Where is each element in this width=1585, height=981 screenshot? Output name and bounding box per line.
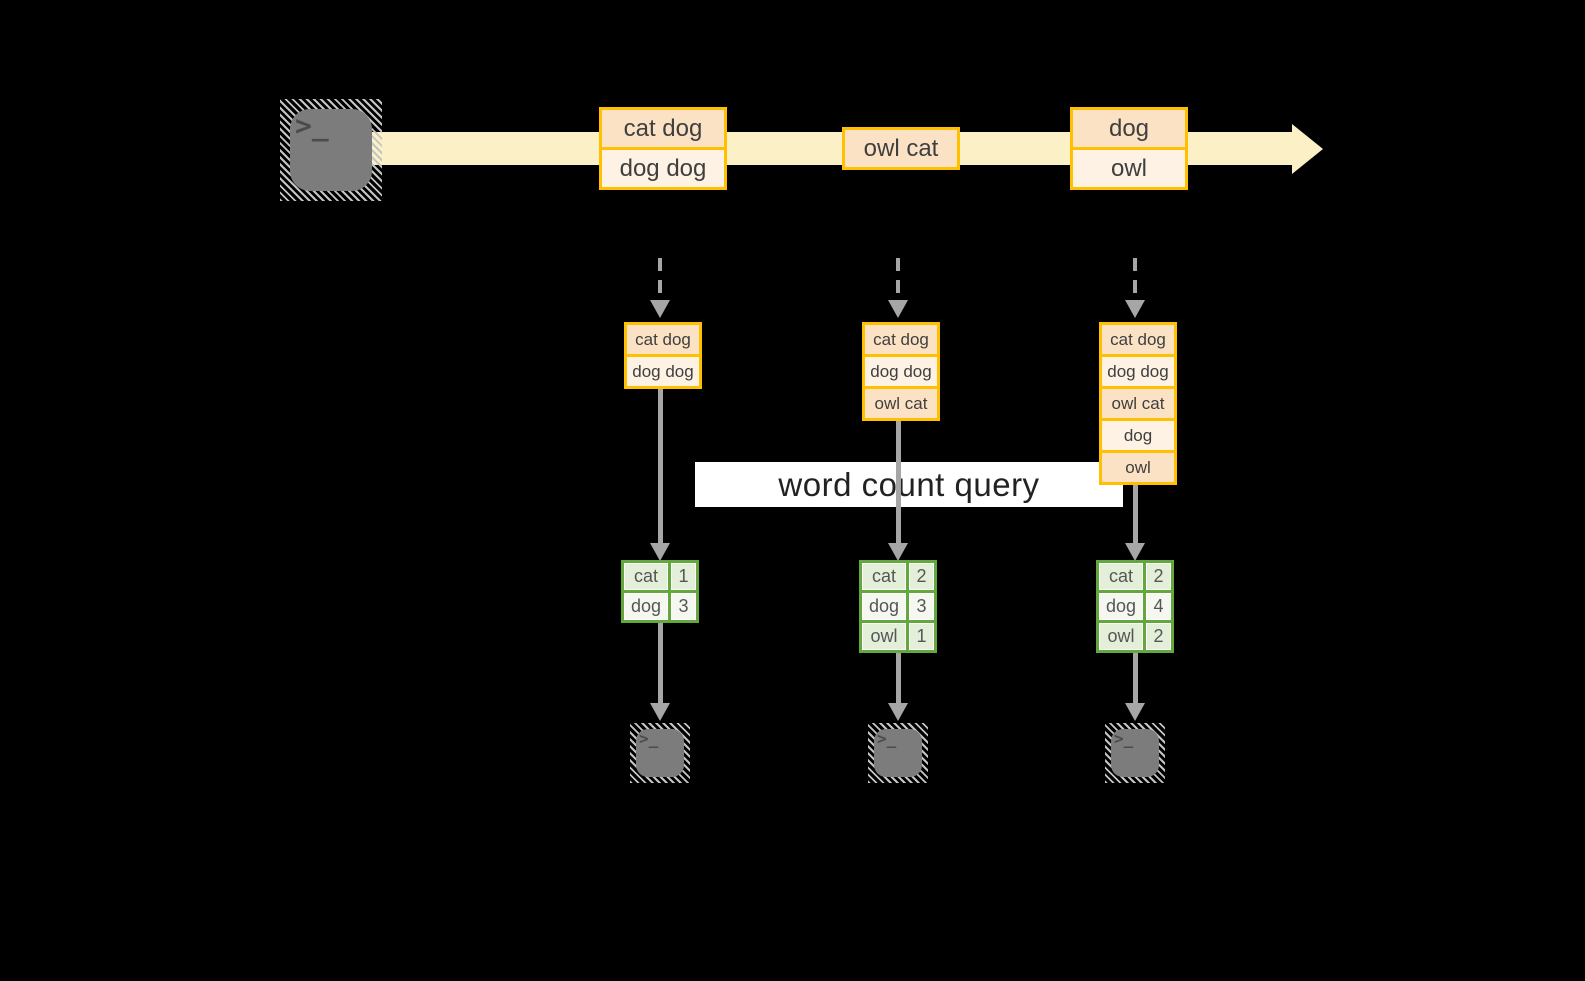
banner-label: word count query bbox=[778, 465, 1040, 503]
arrowhead-icon bbox=[888, 300, 908, 318]
arrowhead-icon bbox=[650, 703, 670, 721]
count-table-2: cat 2 dog 3 owl 1 bbox=[859, 560, 937, 653]
count-cell: 2 bbox=[1146, 563, 1171, 590]
arrowhead-icon bbox=[650, 543, 670, 561]
count-cell: 2 bbox=[909, 563, 934, 590]
table-row: dog 3 bbox=[624, 593, 696, 620]
count-cell: 2 bbox=[1146, 623, 1171, 650]
query-arrow-1 bbox=[658, 389, 663, 543]
record-stack-2: cat dog dog dog owl cat bbox=[862, 322, 940, 421]
count-table-1: cat 1 dog 3 bbox=[621, 560, 699, 623]
record-cell: dog bbox=[1102, 418, 1174, 450]
record-cell: dog dog bbox=[865, 354, 937, 386]
arrowhead-icon bbox=[888, 703, 908, 721]
terminal-prompt-glyph: >_ bbox=[639, 729, 659, 748]
table-row: owl 1 bbox=[862, 623, 934, 650]
terminal-screen bbox=[636, 729, 684, 777]
word-cell: cat bbox=[624, 563, 668, 590]
ingest-dashed-arrow-2 bbox=[896, 258, 900, 298]
source-terminal-icon: >_ bbox=[280, 99, 382, 201]
query-arrow-2 bbox=[896, 421, 901, 543]
record-cell: dog dog bbox=[602, 147, 724, 187]
arrowhead-icon bbox=[888, 543, 908, 561]
terminal-prompt-glyph: >_ bbox=[1114, 729, 1134, 748]
word-count-query-banner: word count query bbox=[695, 462, 1123, 507]
query-arrow-3 bbox=[1133, 485, 1138, 543]
word-cell: cat bbox=[1099, 563, 1143, 590]
word-cell: dog bbox=[624, 593, 668, 620]
terminal-prompt-glyph: >_ bbox=[877, 729, 897, 748]
table-row: owl 2 bbox=[1099, 623, 1171, 650]
output-arrow-1 bbox=[658, 623, 663, 703]
record-cell: owl bbox=[1073, 147, 1185, 187]
count-table-3: cat 2 dog 4 owl 2 bbox=[1096, 560, 1174, 653]
record-cell: cat dog bbox=[1102, 325, 1174, 354]
output-terminal-icon-3: >_ bbox=[1105, 723, 1165, 783]
word-cell: dog bbox=[1099, 593, 1143, 620]
stream-record-box-3: dog owl bbox=[1070, 107, 1188, 190]
table-row: dog 4 bbox=[1099, 593, 1171, 620]
count-cell: 4 bbox=[1146, 593, 1171, 620]
count-cell: 1 bbox=[909, 623, 934, 650]
ingest-dashed-arrow-1 bbox=[658, 258, 662, 298]
table-row: cat 2 bbox=[862, 563, 934, 590]
record-cell: owl bbox=[1102, 450, 1174, 482]
record-cell: dog dog bbox=[627, 354, 699, 386]
count-cell: 1 bbox=[671, 563, 696, 590]
terminal-screen bbox=[874, 729, 922, 777]
arrowhead-icon bbox=[650, 300, 670, 318]
terminal-screen bbox=[1111, 729, 1159, 777]
record-cell: dog dog bbox=[1102, 354, 1174, 386]
table-row: cat 1 bbox=[624, 563, 696, 590]
count-cell: 3 bbox=[909, 593, 934, 620]
record-cell: owl cat bbox=[1102, 386, 1174, 418]
record-cell: cat dog bbox=[865, 325, 937, 354]
record-cell: owl cat bbox=[845, 130, 957, 167]
output-arrow-2 bbox=[896, 653, 901, 703]
output-arrow-3 bbox=[1133, 653, 1138, 703]
terminal-screen bbox=[290, 109, 372, 191]
stream-arrowhead-icon bbox=[1292, 124, 1323, 174]
record-cell: owl cat bbox=[865, 386, 937, 418]
output-terminal-icon-1: >_ bbox=[630, 723, 690, 783]
terminal-prompt-glyph: >_ bbox=[295, 109, 329, 142]
count-cell: 3 bbox=[671, 593, 696, 620]
table-row: cat 2 bbox=[1099, 563, 1171, 590]
word-cell: dog bbox=[862, 593, 906, 620]
arrowhead-icon bbox=[1125, 300, 1145, 318]
word-cell: owl bbox=[1099, 623, 1143, 650]
record-cell: cat dog bbox=[627, 325, 699, 354]
arrowhead-icon bbox=[1125, 703, 1145, 721]
record-stack-3: cat dog dog dog owl cat dog owl bbox=[1099, 322, 1177, 485]
ingest-dashed-arrow-3 bbox=[1133, 258, 1137, 298]
stream-record-box-2: owl cat bbox=[842, 127, 960, 170]
record-stack-1: cat dog dog dog bbox=[624, 322, 702, 389]
word-cell: owl bbox=[862, 623, 906, 650]
table-row: dog 3 bbox=[862, 593, 934, 620]
arrowhead-icon bbox=[1125, 543, 1145, 561]
stream-record-box-1: cat dog dog dog bbox=[599, 107, 727, 190]
record-cell: cat dog bbox=[602, 110, 724, 147]
word-cell: cat bbox=[862, 563, 906, 590]
record-cell: dog bbox=[1073, 110, 1185, 147]
output-terminal-icon-2: >_ bbox=[868, 723, 928, 783]
